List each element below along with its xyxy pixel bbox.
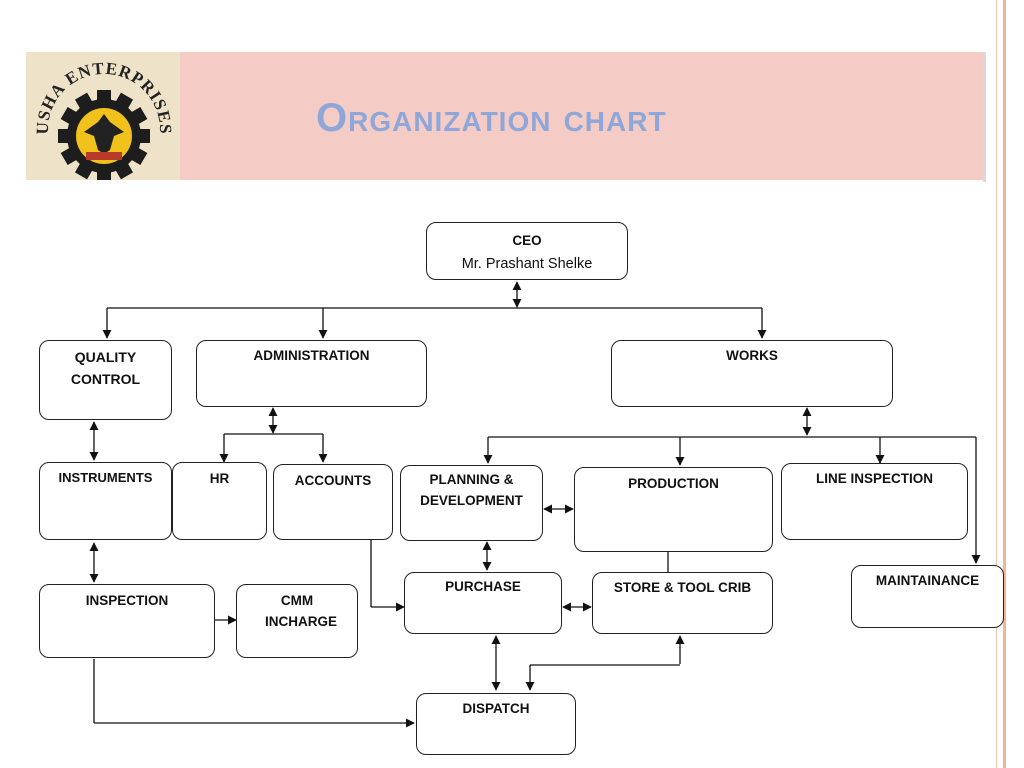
quality-control-box: QUALITY CONTROL bbox=[39, 340, 172, 420]
cmm-incharge-label: CMM INCHARGE bbox=[265, 593, 338, 629]
inspection-box: INSPECTION bbox=[39, 584, 215, 658]
quality-control-label: QUALITY CONTROL bbox=[70, 349, 141, 387]
maintainance-label: MAINTAINANCE bbox=[875, 573, 980, 588]
slide-border-inner bbox=[996, 0, 997, 768]
instruments-box: INSTRUMENTS bbox=[39, 462, 172, 540]
hr-box: HR bbox=[172, 462, 267, 540]
planning-development-label: PLANNING & DEVELOPMENT bbox=[420, 472, 523, 508]
accounts-label: ACCOUNTS bbox=[294, 473, 372, 488]
page-title: Organization chart bbox=[316, 96, 667, 140]
instruments-label: INSTRUMENTS bbox=[58, 470, 153, 485]
ceo-box: CEO Mr. Prashant Shelke bbox=[426, 222, 628, 280]
production-label: PRODUCTION bbox=[628, 476, 719, 491]
gear-emblem-icon: USHA ENTERPRISES bbox=[33, 59, 174, 180]
ceo-name: Mr. Prashant Shelke bbox=[461, 256, 593, 272]
header-band bbox=[26, 52, 983, 180]
works-label: WORKS bbox=[726, 348, 778, 363]
hr-label: HR bbox=[209, 471, 230, 486]
store-tool-crib-box: STORE & TOOL CRIB bbox=[592, 572, 773, 634]
dispatch-label: DISPATCH bbox=[462, 701, 530, 716]
planning-development-box: PLANNING & DEVELOPMENT bbox=[400, 465, 543, 541]
production-box: PRODUCTION bbox=[574, 467, 773, 552]
purchase-box: PURCHASE bbox=[404, 572, 562, 634]
administration-box: ADMINISTRATION bbox=[196, 340, 427, 407]
store-tool-crib-label: STORE & TOOL CRIB bbox=[613, 580, 752, 595]
inspection-label: INSPECTION bbox=[85, 593, 169, 608]
purchase-label: PURCHASE bbox=[445, 579, 521, 594]
dispatch-box: DISPATCH bbox=[416, 693, 576, 755]
line-inspection-box: LINE INSPECTION bbox=[781, 463, 968, 540]
cmm-incharge-box: CMM INCHARGE bbox=[236, 584, 358, 658]
company-logo: USHA ENTERPRISES bbox=[26, 52, 180, 180]
accounts-box: ACCOUNTS bbox=[273, 464, 393, 540]
works-box: WORKS bbox=[611, 340, 893, 407]
slide-border bbox=[1003, 0, 1006, 768]
header-shadow bbox=[983, 52, 986, 182]
line-inspection-label: LINE INSPECTION bbox=[815, 471, 933, 486]
administration-label: ADMINISTRATION bbox=[253, 348, 370, 363]
ceo-title: CEO bbox=[512, 233, 542, 248]
maintainance-box: MAINTAINANCE bbox=[851, 565, 1004, 628]
